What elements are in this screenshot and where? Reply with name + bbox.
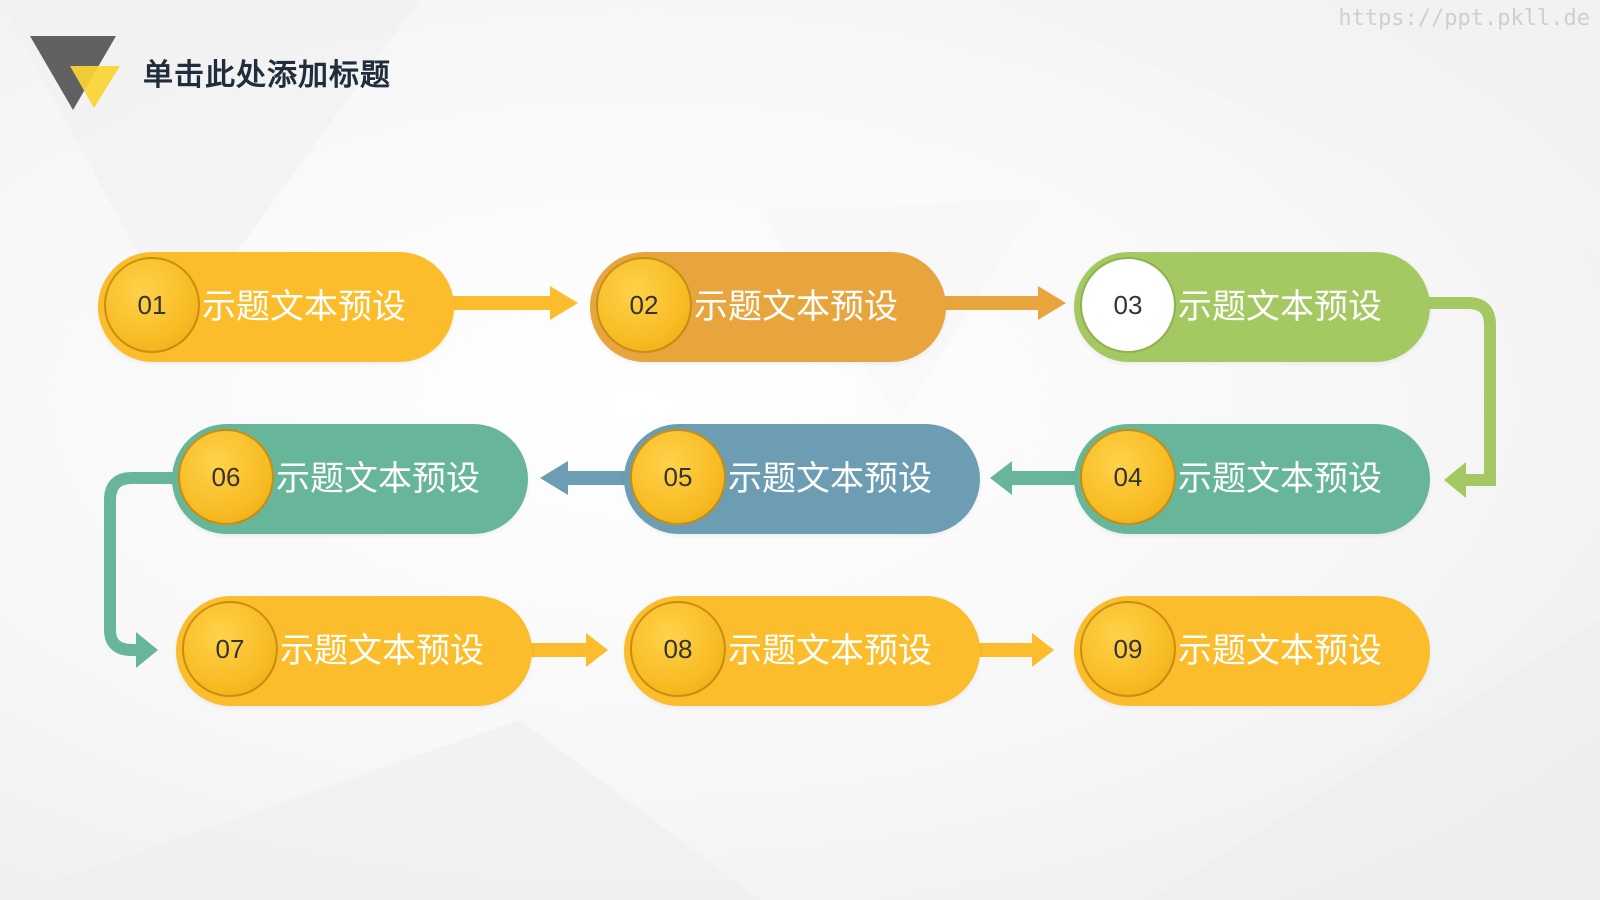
watermark-url: https://ppt.pkll.de [1338, 6, 1590, 31]
connector-03-04 [1420, 297, 1496, 498]
step-number-badge: 01 [104, 257, 200, 353]
step-number-badge: 08 [630, 601, 726, 697]
step-label: 示题文本预设 [276, 459, 480, 499]
step-03[interactable]: 03 示题文本预设 [1074, 252, 1430, 362]
step-label: 示题文本预设 [1178, 287, 1382, 327]
logo-triangle-icon [30, 36, 120, 110]
step-number-badge: 03 [1080, 257, 1176, 353]
connector-01-02 [452, 286, 578, 320]
connector-06-07 [104, 472, 185, 668]
step-number-badge: 07 [182, 601, 278, 697]
step-06[interactable]: 06 示题文本预设 [172, 424, 528, 534]
step-08[interactable]: 08 示题文本预设 [624, 596, 980, 706]
connector-08-09 [976, 633, 1054, 667]
step-number-badge: 09 [1080, 601, 1176, 697]
step-label: 示题文本预设 [202, 287, 406, 327]
step-number-badge: 06 [178, 429, 274, 525]
step-05[interactable]: 05 示题文本预设 [624, 424, 980, 534]
connector-02-03 [940, 286, 1066, 320]
slide-title[interactable]: 单击此处添加标题 [143, 58, 391, 93]
step-07[interactable]: 07 示题文本预设 [176, 596, 532, 706]
step-04[interactable]: 04 示题文本预设 [1074, 424, 1430, 534]
step-number-badge: 05 [630, 429, 726, 525]
step-label: 示题文本预设 [694, 287, 898, 327]
step-label: 示题文本预设 [1178, 631, 1382, 671]
step-label: 示题文本预设 [728, 631, 932, 671]
connector-04-05 [990, 461, 1090, 495]
step-09[interactable]: 09 示题文本预设 [1074, 596, 1430, 706]
step-number-badge: 02 [596, 257, 692, 353]
step-label: 示题文本预设 [280, 631, 484, 671]
step-01[interactable]: 01 示题文本预设 [98, 252, 454, 362]
step-02[interactable]: 02 示题文本预设 [590, 252, 946, 362]
connector-07-08 [530, 633, 608, 667]
step-number-badge: 04 [1080, 429, 1176, 525]
step-label: 示题文本预设 [728, 459, 932, 499]
step-label: 示题文本预设 [1178, 459, 1382, 499]
